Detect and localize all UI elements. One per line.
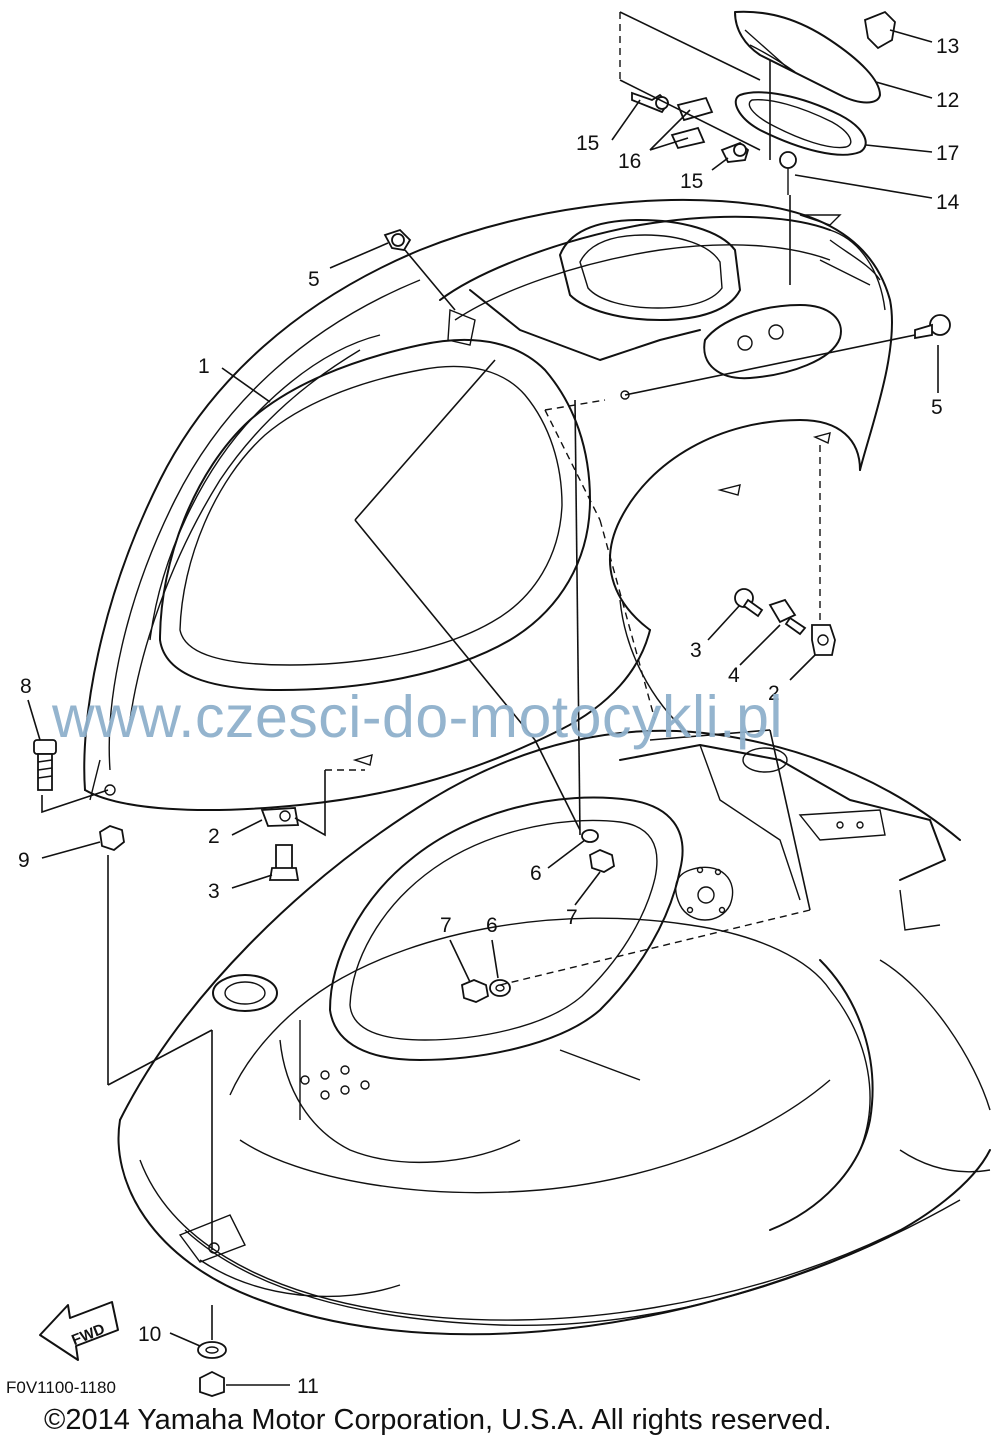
callout-15-left: 15 [576,132,599,155]
callout-14: 14 [936,191,960,214]
hull-deck [117,729,991,1336]
drawing-code: F0V1100-1180 [6,1378,116,1397]
callout-labels: 1 2 2 3 3 4 5 5 6 6 7 7 8 9 10 11 12 13 … [18,35,960,1398]
forward-arrow: FWD [39,1301,119,1361]
callout-2-right: 2 [768,682,780,705]
callout-13: 13 [936,35,959,58]
callout-7-lower: 7 [440,914,452,937]
callout-7-upper: 7 [566,906,578,929]
callout-leaders [27,29,939,1386]
callout-6-upper: 6 [530,862,542,885]
callout-15-right: 15 [680,170,703,193]
storage-lid-part-12 [734,10,881,104]
assembly-lines [41,11,916,1340]
seal-part-17 [734,91,867,156]
callout-1: 1 [198,355,210,378]
copyright-notice: ©2014 Yamaha Motor Corporation, U.S.A. A… [44,1404,832,1436]
watermark-url: www.czesci-do-motocykli.pl [52,684,783,750]
callout-5-right: 5 [931,396,943,419]
callout-8: 8 [20,675,32,698]
callout-9: 9 [18,849,30,872]
filler-cap [212,974,278,1012]
callout-16: 16 [618,150,641,173]
hood-cover-part-1 [83,199,894,811]
fwd-label: FWD [69,1321,107,1350]
clip-part-13 [863,10,896,50]
callout-10: 10 [138,1323,161,1346]
callout-11: 11 [297,1375,319,1398]
callout-6-lower: 6 [486,914,498,937]
callout-2-left: 2 [208,825,220,848]
callout-17: 17 [936,142,959,165]
deck-holes [300,1065,370,1100]
callout-12: 12 [936,89,959,112]
callout-4: 4 [728,664,740,687]
hardware [33,228,951,1397]
callout-3-right: 3 [690,639,702,662]
callout-3-left: 3 [208,880,220,903]
callout-5-upper: 5 [308,268,320,291]
